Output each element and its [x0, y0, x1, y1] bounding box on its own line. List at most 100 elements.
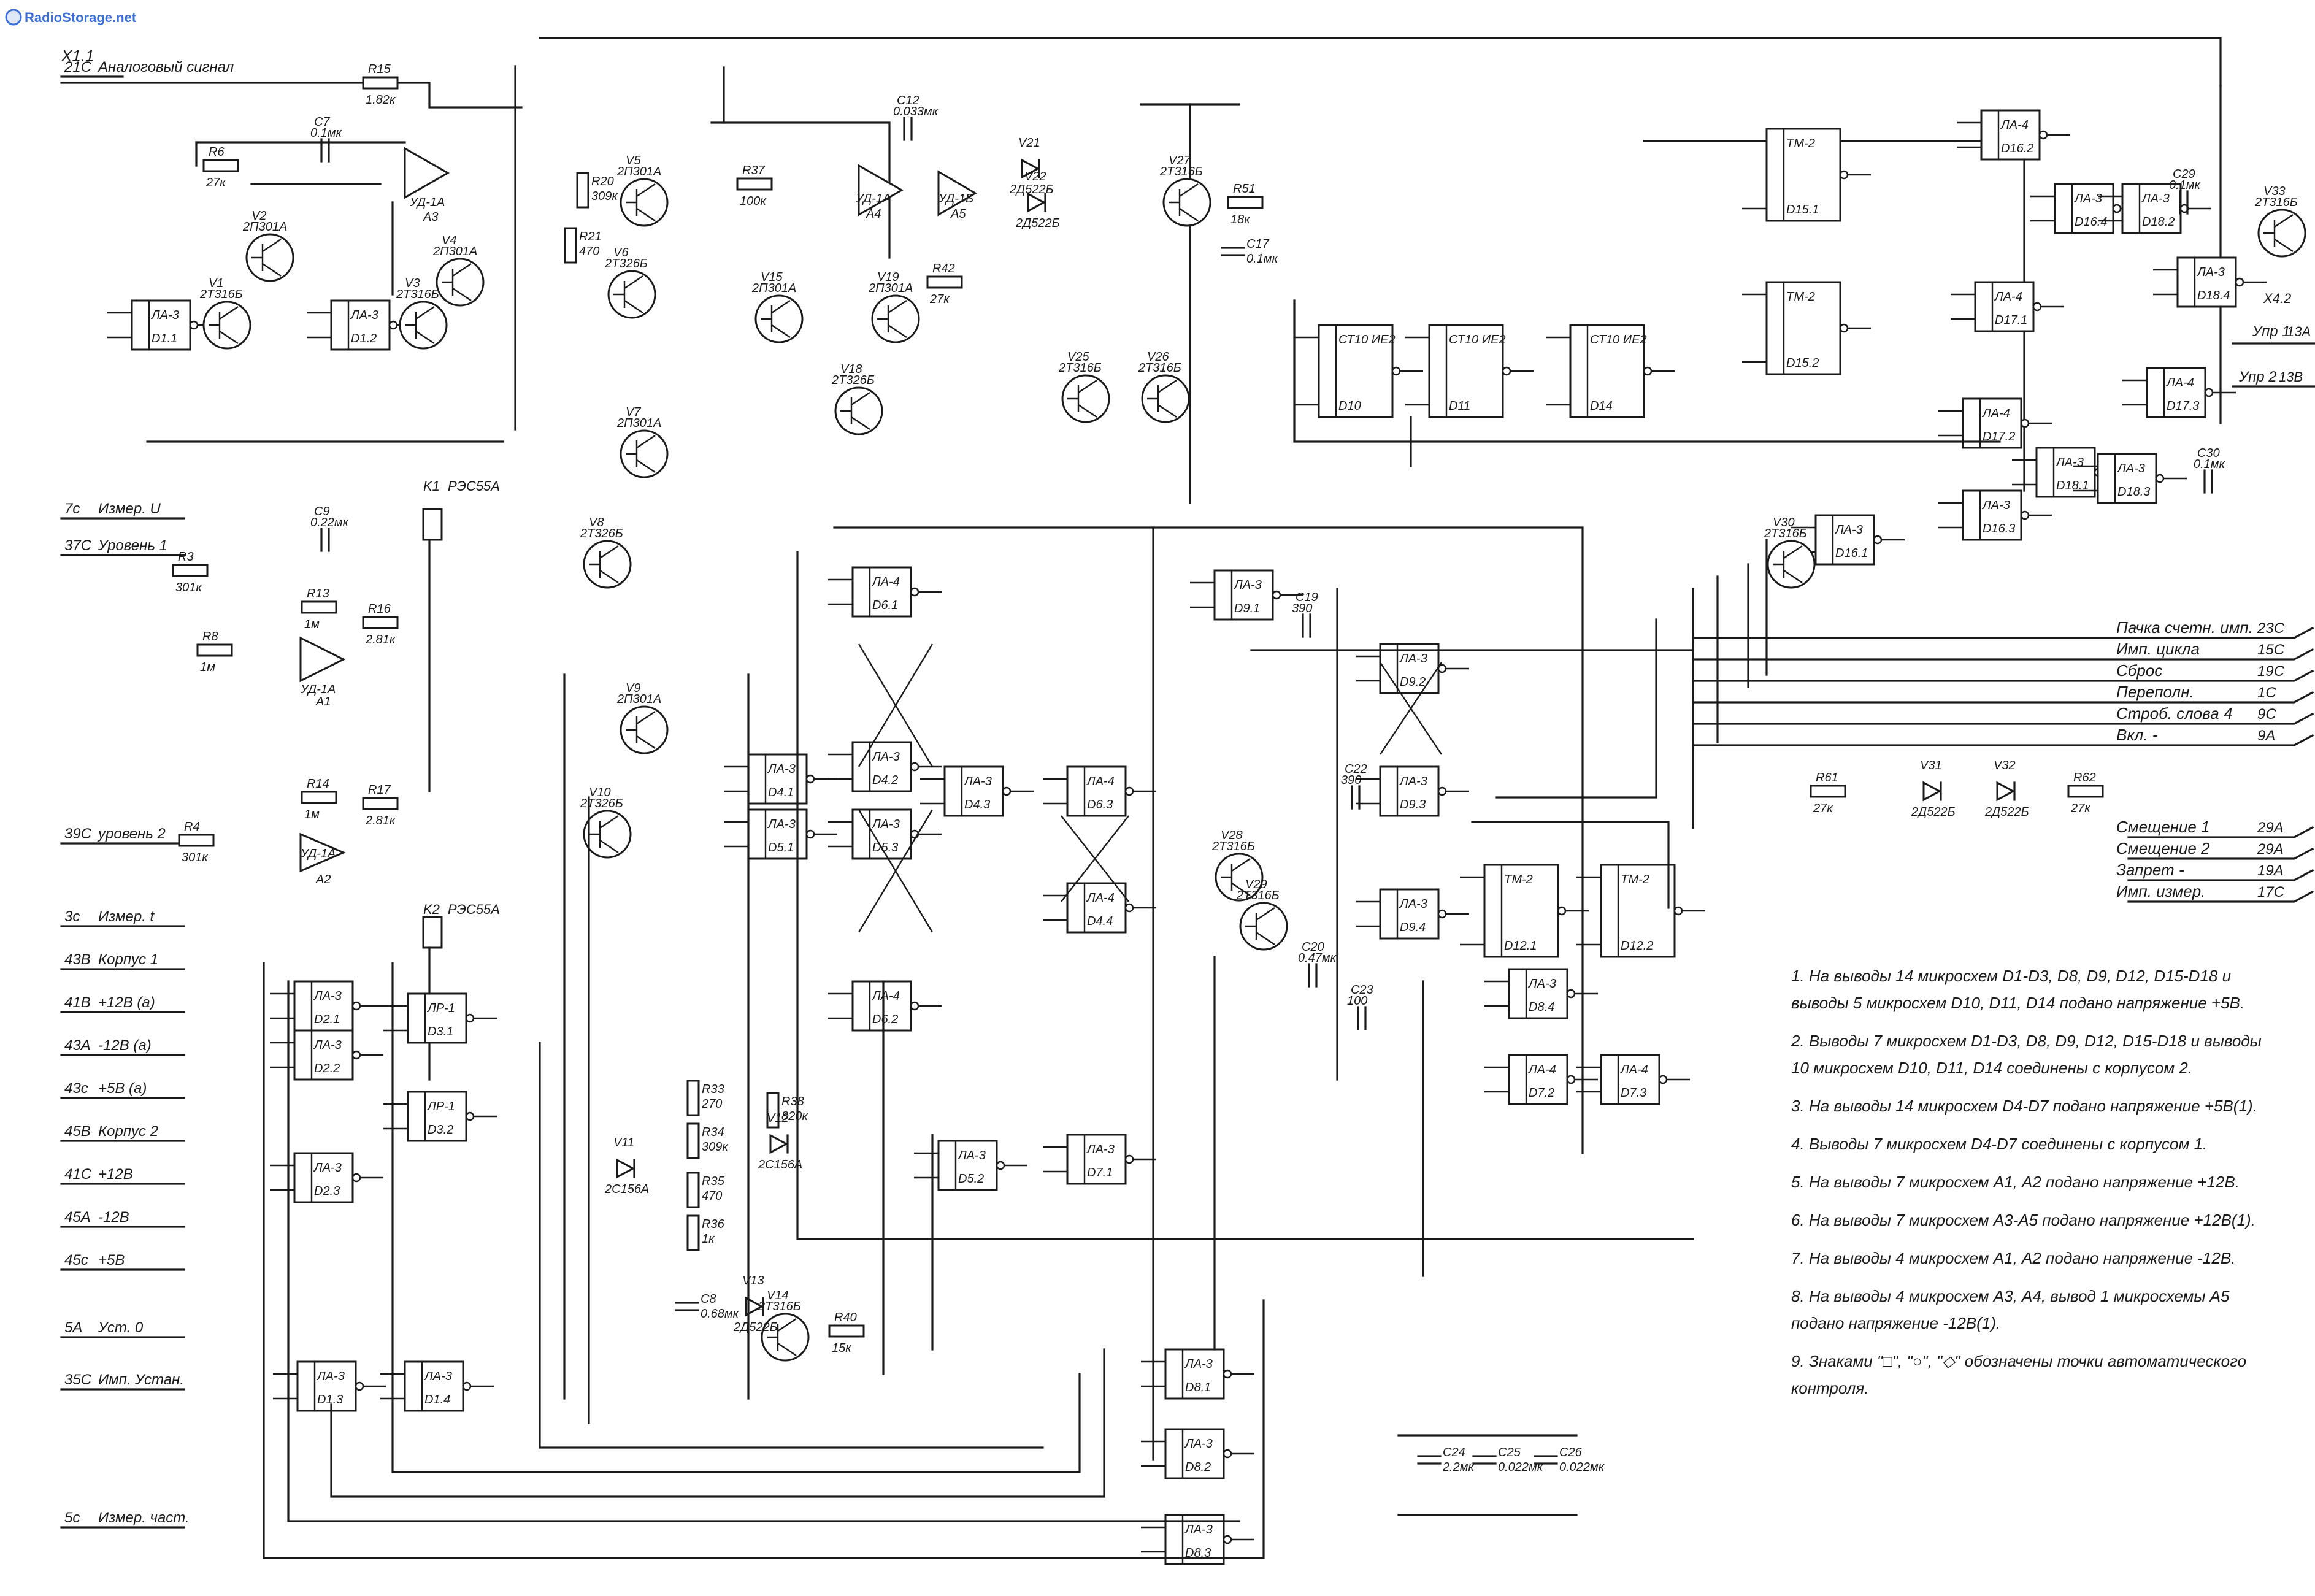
input-line: 45c+5В	[60, 1252, 185, 1271]
opamp-a4-type: УД-1А	[855, 192, 891, 205]
counter-chain	[1293, 299, 2001, 467]
input-line: 41B+12В (а)	[60, 994, 185, 1013]
input-pin: 37C	[64, 537, 92, 554]
chip-type: ЛА-3	[1981, 499, 2010, 512]
watermark-text: RadioStorage.net	[25, 10, 137, 25]
output-pin: 17C	[2257, 884, 2285, 900]
logic-chip: ЛА-3D8.4	[1484, 968, 1598, 1019]
logic-chip: ЛА-3D9.2	[1356, 643, 1469, 694]
note-item: 3. На выводы 14 микросхем D4-D7 подано н…	[1791, 1097, 2257, 1115]
chip-ref: D2.2	[314, 1062, 340, 1075]
output-pin: 29A	[2257, 819, 2284, 836]
transistor-ref: V27	[1169, 154, 1191, 167]
chip-type: ЛА-4	[2000, 118, 2029, 132]
transistor-type: 2Т316Б	[199, 288, 243, 301]
input-label: +12В (а)	[98, 994, 155, 1011]
input-label: Аналоговый сигнал	[97, 59, 234, 75]
chip-type: ЛА-3	[871, 750, 900, 764]
opamp-a1-ref: A1	[315, 695, 331, 708]
capacitor: C80.68мк	[675, 1292, 740, 1321]
center-crosslinks	[747, 526, 1694, 1461]
logic-chip: ЛА-3D8.3	[1141, 1514, 1254, 1565]
note-item: 4. Выводы 7 микросхем D4-D7 соединены с …	[1791, 1135, 2207, 1153]
capacitor-value: 2.2мк	[1442, 1460, 1475, 1474]
transistor-type: 2П301А	[868, 282, 913, 295]
logic-chips: ЛА-3D1.1ЛА-3D1.2ЛА-3D1.3ЛА-3D1.4ЛА-3D2.1…	[107, 109, 2267, 1565]
chip-type: ЛА-3	[150, 309, 179, 322]
note-item: 2. Выводы 7 микросхем D1-D3, D8, D9, D12…	[1791, 1032, 2262, 1077]
transistors: V12Т316БV22П301АV32Т316БV42П301АV52П301А…	[199, 154, 2306, 1362]
resistor-ref: R6	[209, 145, 225, 159]
capacitor-ref: C7	[314, 115, 330, 129]
capacitor-value: 0.033мк	[893, 105, 939, 118]
capacitor-value: 0.68мк	[701, 1307, 740, 1321]
note-item: 7. На выводы 4 микросхем А1, А2 подано н…	[1791, 1249, 2235, 1267]
chip-type: ЛА-3	[350, 309, 378, 322]
control-out-1-pin: 13A	[2287, 324, 2311, 339]
chip-ref: D4.1	[768, 786, 794, 799]
transistor-ref: V5	[626, 154, 641, 167]
resistor-value: 470	[702, 1189, 722, 1203]
output-pin: 9C	[2257, 706, 2276, 723]
input-pin: 41C	[64, 1166, 92, 1183]
capacitor-value: 390	[1292, 602, 1312, 615]
diode-type: 2С156А	[758, 1158, 802, 1172]
chip-type: ЛА-3	[1399, 897, 1427, 911]
transistor-type: 2П301А	[751, 282, 796, 295]
transistor-type: 2Т316Б	[1236, 889, 1280, 902]
transistor-type: 2Т326Б	[604, 257, 648, 270]
transistor-ref: V8	[589, 516, 604, 529]
chip-ref: D7.1	[1087, 1166, 1113, 1180]
resistor-ref: R3	[178, 550, 194, 564]
chip-ref: D18.2	[2142, 215, 2175, 229]
opamp-a2-ref: A2	[315, 873, 331, 886]
transistor-ref: V14	[767, 1289, 789, 1302]
output-label: Имп. измер.	[2116, 882, 2205, 900]
resistor-value: 27к	[1813, 802, 1833, 815]
relay-k1-ref: K1	[423, 478, 440, 494]
chip-type: ЛР-1	[426, 1100, 455, 1113]
output-line: Запрет -19A	[2116, 861, 2314, 881]
chip-type: ЛА-3	[963, 775, 992, 788]
transistor-ref: V7	[626, 405, 641, 419]
input-connector: X1.1	[60, 47, 523, 443]
logic-chip: ЛА-3D4.1	[724, 753, 837, 805]
chip-type: ЛА-3	[313, 989, 342, 1003]
resistor-value: 1м	[304, 808, 320, 821]
resistor-ref: R37	[742, 164, 766, 177]
input-label: Измер. част.	[98, 1510, 190, 1526]
connector-aux-label: X4.2	[2263, 291, 2291, 306]
output-line: Пачка счетн. имп.23C	[1692, 618, 2314, 639]
logic-chip: ЛА-3D7.1	[1043, 1134, 1156, 1185]
transistor-type: 2Т316Б	[1138, 361, 1181, 375]
capacitor-ref: C24	[1443, 1446, 1465, 1459]
transistor-type: 2Т316Б	[1159, 165, 1203, 178]
input-pin: 45B	[64, 1123, 91, 1140]
note-item: 8. На выводы 4 микросхем А3, А4, вывод 1…	[1791, 1287, 2230, 1332]
resistor-value: 100к	[740, 194, 767, 208]
chip-type: ЛА-3	[767, 762, 796, 776]
chip-ref: D6.2	[872, 1013, 898, 1026]
